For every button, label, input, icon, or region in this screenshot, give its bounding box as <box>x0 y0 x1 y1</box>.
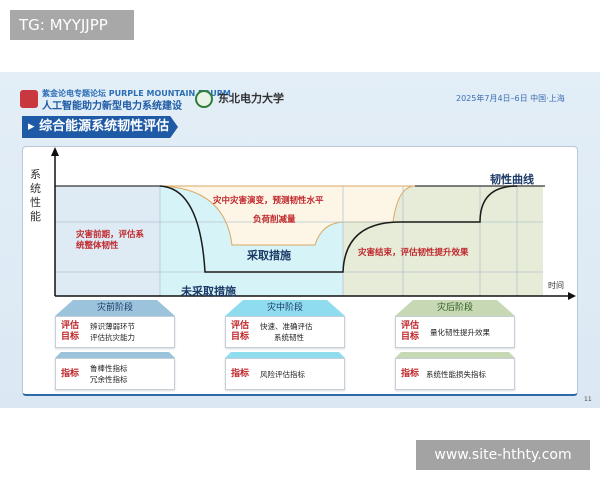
resilience-diagram <box>51 147 576 300</box>
goal-item: 评估抗灾能力 <box>90 333 135 342</box>
mid-disaster-note: 灾中灾害演变，预测韧性水平 <box>213 196 324 206</box>
measures-label: 采取措施 <box>247 249 291 262</box>
stage-name: 灾中阶段 <box>225 300 345 316</box>
index-label: 指标 <box>231 368 250 379</box>
stage-name: 灾前阶段 <box>55 300 175 316</box>
index-item: 冗余性指标 <box>90 375 128 384</box>
y-axis-arrow-icon <box>51 147 59 156</box>
index-item: 鲁棒性指标 <box>90 364 128 373</box>
page-number: 11 <box>584 396 592 403</box>
goal-item: 量化韧性提升效果 <box>430 327 490 337</box>
goal-label: 评估目标 <box>231 321 250 342</box>
goal-label: 评估目标 <box>61 321 80 342</box>
index-box: 指标 鲁棒性指标冗余性指标 <box>55 358 175 390</box>
y-axis-label: 系统性能 <box>30 168 41 223</box>
index-label: 指标 <box>61 368 80 379</box>
goal-label: 评估目标 <box>401 321 420 342</box>
tag-label: TG: MYYJJPP <box>10 10 134 40</box>
goal-box: 评估目标 辨识薄弱环节评估抗灾能力 <box>55 316 175 348</box>
goal-box: 评估目标 量化韧性提升效果 <box>395 316 515 348</box>
slide: 紫金论电专题论坛 PURPLE MOUNTAIN FOURM 人工智能助力新型电… <box>0 72 600 408</box>
pre-region <box>55 186 160 296</box>
load-shedding-area <box>159 185 416 246</box>
university-name: 东北电力大学 <box>218 92 284 105</box>
goal-item: 快速、准确评估 <box>260 322 313 331</box>
pre-disaster-note: 灾害前期，评估系统整体韧性 <box>76 230 145 251</box>
forum-logo <box>20 90 38 108</box>
stage-post: 灾后阶段 评估目标 量化韧性提升效果 指标 系统性能损失指标 <box>395 300 515 390</box>
goal-box: 评估目标 快速、准确评估系统韧性 <box>225 316 345 348</box>
goal-item: 系统韧性 <box>274 333 304 342</box>
stage-mid: 灾中阶段 评估目标 快速、准确评估系统韧性 指标 风险评估指标 <box>225 300 345 390</box>
separator <box>225 352 345 358</box>
separator <box>395 352 515 358</box>
stage-name: 灾后阶段 <box>395 300 515 316</box>
curve-label: 韧性曲线 <box>490 173 534 186</box>
index-box: 指标 风险评估指标 <box>225 358 345 390</box>
slide-title: ▸ 综合能源系统韧性评估 <box>22 116 178 138</box>
university-emblem <box>195 90 213 108</box>
x-axis-arrow-icon <box>568 292 576 300</box>
index-item: 风险评估指标 <box>260 369 305 379</box>
index-box: 指标 系统性能损失指标 <box>395 358 515 390</box>
post-disaster-note: 灾害结束，评估韧性提升效果 <box>358 248 469 258</box>
no-measures-label: 未采取措施 <box>181 285 236 298</box>
watermark: www.site-hthty.com <box>416 440 590 470</box>
x-axis-label: 时间 <box>548 281 564 290</box>
separator <box>55 352 175 358</box>
stage-pre: 灾前阶段 评估目标 辨识薄弱环节评估抗灾能力 指标 鲁棒性指标冗余性指标 <box>55 300 175 390</box>
index-item: 系统性能损失指标 <box>426 369 486 379</box>
load-shedding-label: 负荷削减量 <box>253 215 296 225</box>
forum-name: 紫金论电专题论坛 PURPLE MOUNTAIN FOURM <box>42 89 231 98</box>
forum-theme: 人工智能助力新型电力系统建设 <box>42 101 182 112</box>
slide-title-text: 综合能源系统韧性评估 <box>39 119 170 134</box>
goal-item: 辨识薄弱环节 <box>90 322 135 331</box>
date-location: 2025年7月4日–6日 中国·上海 <box>456 94 565 103</box>
resilience-curve <box>159 185 518 273</box>
index-label: 指标 <box>401 368 420 379</box>
